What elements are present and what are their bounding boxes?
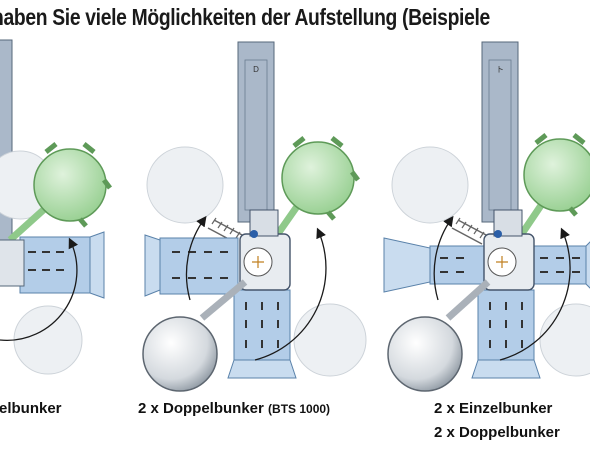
caption-middle-main: 2 x Doppelbunker xyxy=(138,400,264,417)
caption-right-line1: 2 x Einzelbunker xyxy=(434,400,553,417)
column xyxy=(0,39,13,261)
svg-text:D: D xyxy=(253,65,259,74)
rotation-arrow-right xyxy=(254,227,327,361)
sphere-inactive xyxy=(146,146,224,224)
sphere-active xyxy=(142,316,218,392)
diagram-double-bunker: D xyxy=(142,41,367,392)
sphere-active xyxy=(387,316,463,392)
sphere-inactive xyxy=(539,303,590,377)
single-bunker-left xyxy=(383,237,485,293)
rotation-arrow-left xyxy=(433,215,454,301)
sphere-inactive xyxy=(13,305,83,375)
rotation-arrow-left xyxy=(185,215,207,301)
base-unit xyxy=(239,209,291,291)
single-bunker-right xyxy=(529,241,590,289)
sphere-inactive xyxy=(293,303,367,377)
column xyxy=(237,41,275,223)
diagram-single-bunker xyxy=(0,39,112,375)
rotation-arrow xyxy=(0,237,79,341)
sphere-arm xyxy=(445,279,491,321)
caption-left: elbunker xyxy=(0,400,62,417)
column xyxy=(481,41,519,223)
ladder xyxy=(451,217,489,245)
diagram-mixed-bunkers: ト xyxy=(383,41,590,392)
svg-text:ト: ト xyxy=(496,65,504,74)
double-bunker-bottom xyxy=(471,289,541,379)
sphere-inactive xyxy=(391,146,469,224)
base-unit xyxy=(483,209,535,291)
base-unit xyxy=(0,239,25,287)
rotation-arrow-right xyxy=(499,227,571,361)
caption-right-line2: 2 x Doppelbunker xyxy=(434,424,560,441)
caption-middle-note: (BTS 1000) xyxy=(268,402,331,416)
blue-bunker-bottom xyxy=(227,289,297,379)
page-heading: haben Sie viele Möglichkeiten der Aufste… xyxy=(0,4,490,30)
green-bin xyxy=(523,133,590,217)
green-bin xyxy=(281,136,360,221)
blue-bunker-left xyxy=(144,234,239,297)
caption-middle: 2 x Doppelbunker (BTS 1000) xyxy=(138,400,330,417)
sphere-arm xyxy=(199,279,248,321)
green-bin xyxy=(33,142,112,228)
blue-bunker xyxy=(19,231,105,299)
